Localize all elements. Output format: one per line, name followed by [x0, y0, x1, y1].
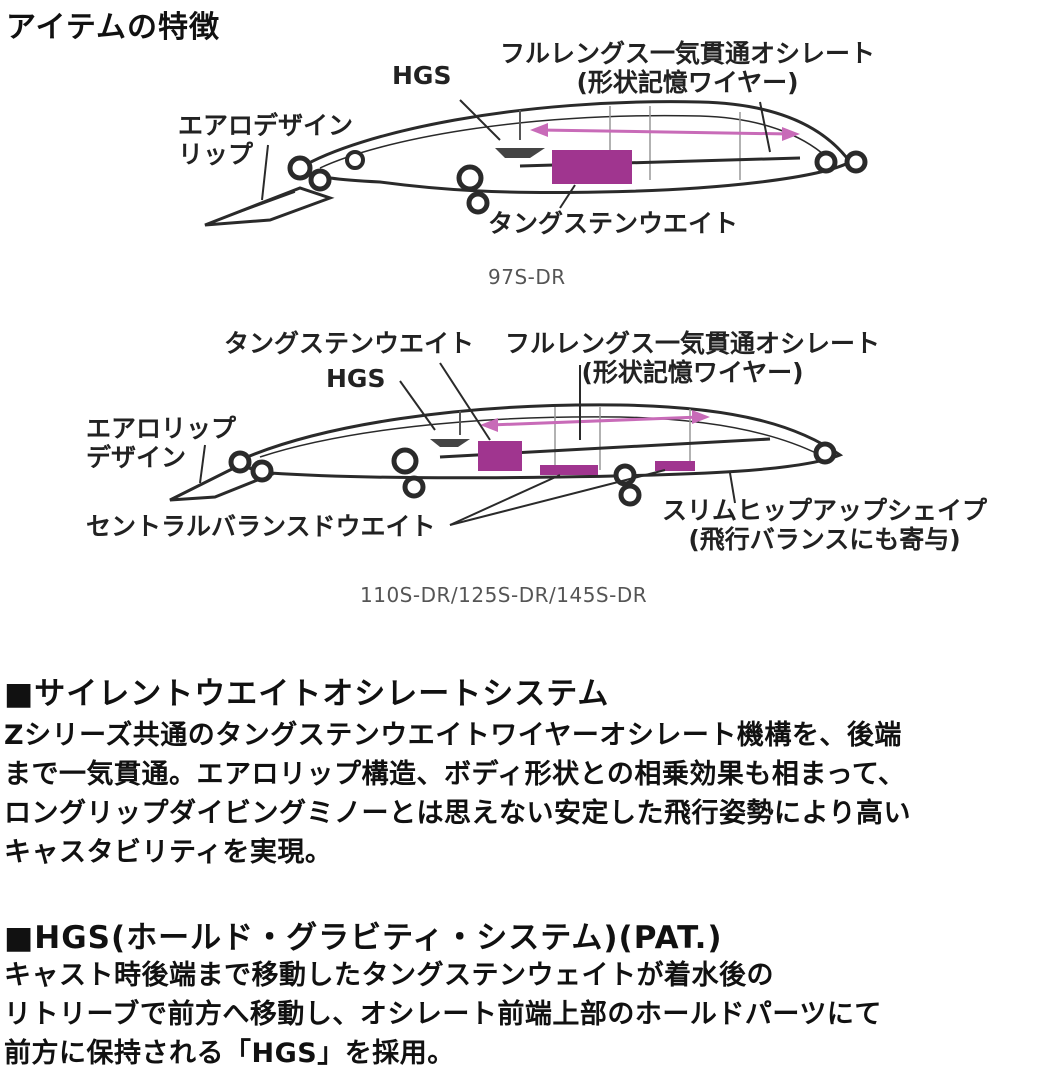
oscillator-label: フルレングス一気貫通オシレート (形状記憶ワイヤー): [500, 39, 876, 98]
body-line: 前方に保持される「HGS」を採用。: [4, 1038, 455, 1069]
section-body-hgs: キャスト時後端まで移動したタングステンウェイトが着水後の リトリーブで前方へ移動…: [4, 956, 1054, 1073]
central-weight-label: セントラルバランスドウエイト: [86, 512, 436, 541]
lip-shape: [204, 186, 335, 227]
lip-label: エアロデザイン リップ: [178, 111, 354, 170]
model-name: 97S-DR: [488, 265, 566, 289]
body-line: Zシリーズ共通のタングステンウエイトワイヤーオシレート機構を、後端: [4, 720, 902, 751]
model-name: 110S-DR/125S-DR/145S-DR: [360, 583, 648, 607]
section-heading-silent-weight: ■サイレントウエイトオシレートシステム: [4, 676, 610, 712]
lip-label: エアロリップ デザイン: [86, 414, 237, 473]
weight-label: タングステンウエイト: [488, 209, 739, 238]
body-line: リトリーブで前方へ移動し、オシレート前端上部のホールドパーツにて: [4, 999, 882, 1030]
oscillator-label: フルレングス一気貫通オシレート (形状記憶ワイヤー): [505, 329, 881, 388]
slim-shape-label-line2: (飛行バランスにも寄与): [688, 524, 961, 554]
slim-shape-label: スリムヒップアップシェイプ (飛行バランスにも寄与): [662, 496, 988, 555]
page-title: アイテムの特徴: [6, 10, 220, 45]
central-weight-2: [655, 461, 695, 471]
oscillator-label-line1: フルレングス一気貫通オシレート: [500, 39, 876, 68]
section-heading-hgs: ■HGS(ホールド・グラビティ・システム)(PAT.): [4, 920, 723, 956]
lure-diagram-110s: タングステンウエイト フルレングス一気貫通オシレート (形状記憶ワイヤー) HG…: [0, 325, 1057, 625]
oscillator-label-line2: (形状記憶ワイヤー): [581, 357, 804, 387]
lip-label-line2: リップ: [178, 139, 254, 169]
hgs-label: HGS: [326, 364, 386, 393]
hgs-label: HGS: [392, 61, 452, 90]
tungsten-weight: [478, 441, 522, 471]
body-line: キャスト時後端まで移動したタングステンウェイトが着水後の: [4, 960, 774, 991]
lure-illustration-110s: [169, 362, 844, 526]
movement-arrow: [489, 415, 701, 427]
lip-label-line1: エアロデザイン: [178, 111, 354, 140]
body-line: ロングリップダイビングミノーとは思えない安定した飛行姿勢により高い: [4, 798, 911, 829]
tungsten-weight: [552, 150, 632, 184]
slim-shape-label-line1: スリムヒップアップシェイプ: [662, 496, 988, 525]
lure-illustration-97s: [204, 99, 868, 227]
movement-arrow: [539, 128, 791, 136]
weight-label: タングステンウエイト: [224, 329, 475, 358]
central-weight-1: [540, 465, 598, 475]
section-body-silent-weight: Zシリーズ共通のタングステンウエイトワイヤーオシレート機構を、後端 まで一気貫通…: [4, 716, 1054, 872]
body-line: キャスタビリティを実現。: [4, 837, 333, 868]
oscillator-label-line1: フルレングス一気貫通オシレート: [505, 329, 881, 358]
lip-label-line2: デザイン: [86, 442, 187, 472]
body-line: まで一気貫通。エアロリップ構造、ボディ形状との相乗効果も相まって、: [4, 759, 906, 790]
oscillator-label-line2: (形状記憶ワイヤー): [576, 67, 799, 97]
lure-diagram-97s: HGS フルレングス一気貫通オシレート (形状記憶ワイヤー) エアロデザイン リ…: [0, 39, 1057, 300]
lip-label-line1: エアロリップ: [86, 414, 237, 443]
